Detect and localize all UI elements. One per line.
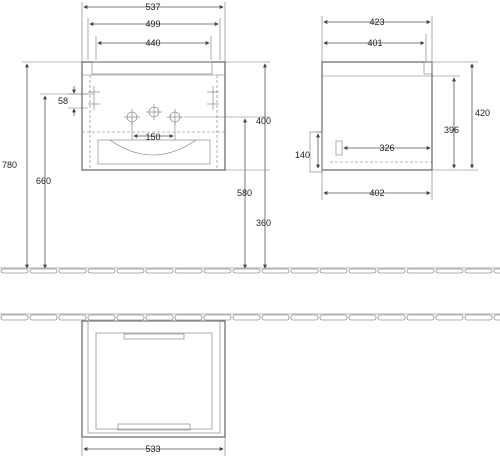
wall-fixing-marks <box>88 86 219 110</box>
dim-front-537: 537 <box>145 2 160 12</box>
floor-tile <box>58 314 87 321</box>
drawer-cutout <box>109 139 197 156</box>
front-drawer <box>97 139 211 165</box>
floor-tile <box>87 268 116 274</box>
floor-tile <box>406 268 435 274</box>
top-overflow <box>123 333 185 340</box>
floor-tiles-front <box>0 267 500 274</box>
floor-tile <box>29 268 58 274</box>
top-inner-basin <box>95 332 213 430</box>
side-wall-section <box>309 131 323 173</box>
floor-tile <box>261 314 290 321</box>
floor-tile <box>203 268 232 274</box>
side-handle <box>335 140 343 156</box>
floor-tile <box>435 314 464 321</box>
floor-tile <box>493 268 500 274</box>
dim-side-402: 402 <box>369 188 384 198</box>
floor-tile <box>348 314 377 321</box>
floor-tile <box>232 314 261 321</box>
floor-tile <box>58 268 87 274</box>
floor-tile <box>145 268 174 274</box>
dim-front-440: 440 <box>145 38 160 48</box>
floor-tile <box>377 268 406 274</box>
dim-front-360: 360 <box>256 218 271 228</box>
dim-side-401: 401 <box>367 38 382 48</box>
top-front-edge <box>117 423 191 431</box>
dim-side-326: 326 <box>379 143 394 153</box>
floor-tile <box>145 314 174 321</box>
floor-tiles-top <box>0 313 500 321</box>
dim-side-396: 396 <box>444 125 459 135</box>
floor-tile <box>0 268 29 274</box>
floor-tile <box>464 314 493 321</box>
front-top-lip <box>91 61 213 75</box>
floor-tile <box>0 314 29 321</box>
dim-side-420: 420 <box>475 108 490 118</box>
dim-side-140: 140 <box>295 150 310 160</box>
dim-front-400: 400 <box>256 116 271 126</box>
floor-tile <box>493 314 500 321</box>
floor-tile <box>319 268 348 274</box>
floor-tile <box>406 314 435 321</box>
floor-tile <box>464 268 493 274</box>
floor-tile <box>174 314 203 321</box>
side-view: 423 401 420 396 140 326 402 <box>295 16 490 200</box>
floor-tile <box>377 314 406 321</box>
dim-front-660: 660 <box>36 176 51 186</box>
floor-tile <box>261 268 290 274</box>
floor-tile <box>116 268 145 274</box>
front-view: 537 499 440 780 660 58 150 400 <box>2 2 271 269</box>
dim-front-58: 58 <box>58 96 68 106</box>
side-cabinet-body <box>321 61 433 171</box>
floor-tile <box>87 314 116 321</box>
floor-tile <box>203 314 232 321</box>
floor-tile <box>435 268 464 274</box>
floor-tile <box>232 268 261 274</box>
dim-front-780: 780 <box>2 160 17 170</box>
floor-tile <box>29 314 58 321</box>
dim-side-423: 423 <box>369 17 384 27</box>
dim-front-499: 499 <box>145 19 160 29</box>
floor-tile <box>348 268 377 274</box>
dim-front-150: 150 <box>145 132 160 142</box>
floor-tile <box>290 268 319 274</box>
top-view: 533 <box>81 320 226 456</box>
dim-top-533: 533 <box>145 444 160 454</box>
floor-tile <box>174 268 203 274</box>
floor-tile <box>290 314 319 321</box>
floor-tile <box>319 314 348 321</box>
top-cabinet-body <box>81 320 226 438</box>
front-cabinet-body <box>81 61 226 171</box>
floor-tile <box>116 314 145 321</box>
dim-front-580: 580 <box>237 188 252 198</box>
